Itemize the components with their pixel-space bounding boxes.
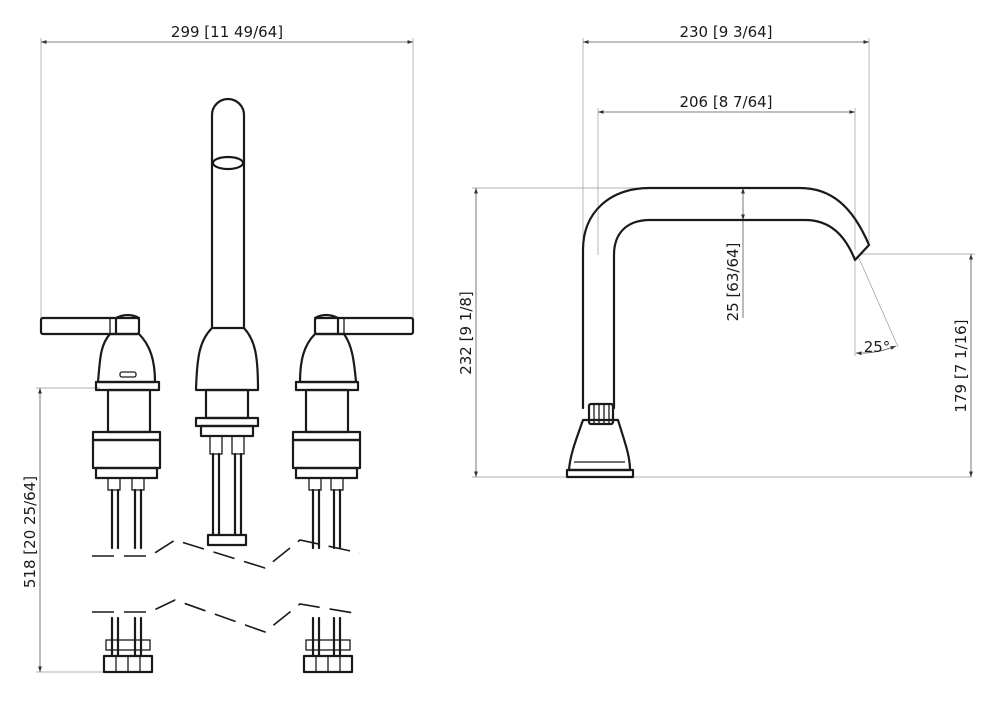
side-spout [565,186,871,479]
spout-reach-dimension: 206 [8 7/64] [597,93,856,255]
lower-connectors [102,616,354,674]
outlet-angle-label: 25° [864,338,891,356]
spout-tube-label: 25 [63/64] [724,243,742,322]
reach-dimension: 230 [9 3/64] [582,23,870,250]
left-handle [39,313,162,550]
spout-height-dimension: 232 [9 1/8] [457,187,972,478]
overall-height-label: 518 [20 25/64] [21,476,39,588]
spout-height-label: 232 [9 1/8] [457,291,475,375]
side-view: 230 [9 3/64] 206 [8 7/64] 232 [9 1/8] 25… [457,23,975,479]
spout-tube-dimension: 25 [63/64] [724,188,745,322]
break-lines [92,539,361,633]
spout-reach-label: 206 [8 7/64] [679,93,772,111]
outlet-angle-dimension: 25° [854,255,899,356]
reach-label: 230 [9 3/64] [679,23,772,41]
outlet-height-dimension: 179 [7 1/16] [860,253,975,477]
front-view: 299 [11 49/64] 518 [20 25/64] [21,23,415,674]
overall-width-label: 299 [11 49/64] [171,23,283,41]
overall-width-dimension: 299 [11 49/64] [40,23,414,318]
outlet-height-label: 179 [7 1/16] [952,319,970,412]
right-handle [291,313,415,550]
front-spout [194,97,260,547]
overall-height-dimension: 518 [20 25/64] [21,387,110,673]
